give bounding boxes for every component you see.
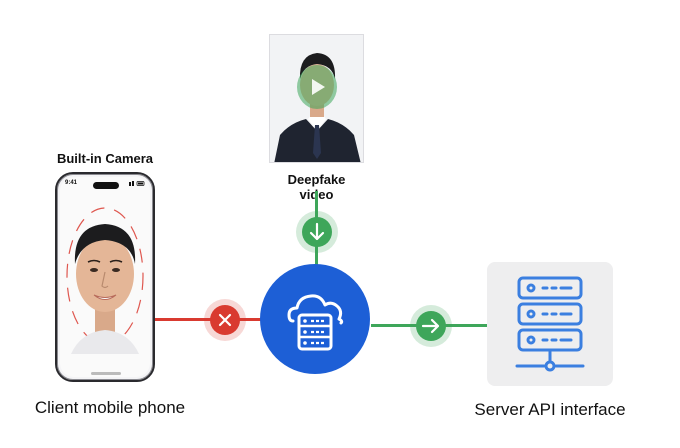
face-scan-preview: [66, 207, 144, 354]
dynamic-island: [93, 182, 119, 189]
cloud-server-hub: [259, 263, 371, 375]
arrow-right-icon: [410, 305, 452, 347]
phone-time: 9:41: [65, 180, 78, 186]
deepfake-video-thumbnail[interactable]: [269, 34, 364, 163]
home-indicator: [91, 372, 121, 375]
arrow-down-icon: [296, 211, 338, 253]
battery-icon: [129, 181, 145, 186]
close-icon: [204, 299, 246, 341]
allowed-right-indicator: [409, 304, 453, 348]
built-in-camera-label: Built-in Camera: [56, 151, 154, 166]
client-mobile-phone: 9:41: [55, 172, 155, 382]
server-api-box: [487, 262, 613, 386]
cloud-server-icon: [260, 264, 370, 374]
play-icon: [312, 79, 325, 95]
server-api-interface-label: Server API interface: [474, 400, 626, 419]
deepfake-video-label: Deepfake video: [287, 172, 346, 202]
client-mobile-phone-label: Client mobile phone: [34, 398, 186, 417]
blocked-indicator: [203, 298, 247, 342]
person-portrait-image: [270, 35, 363, 162]
server-rack-icon: [515, 276, 585, 372]
allowed-down-indicator: [295, 210, 339, 254]
